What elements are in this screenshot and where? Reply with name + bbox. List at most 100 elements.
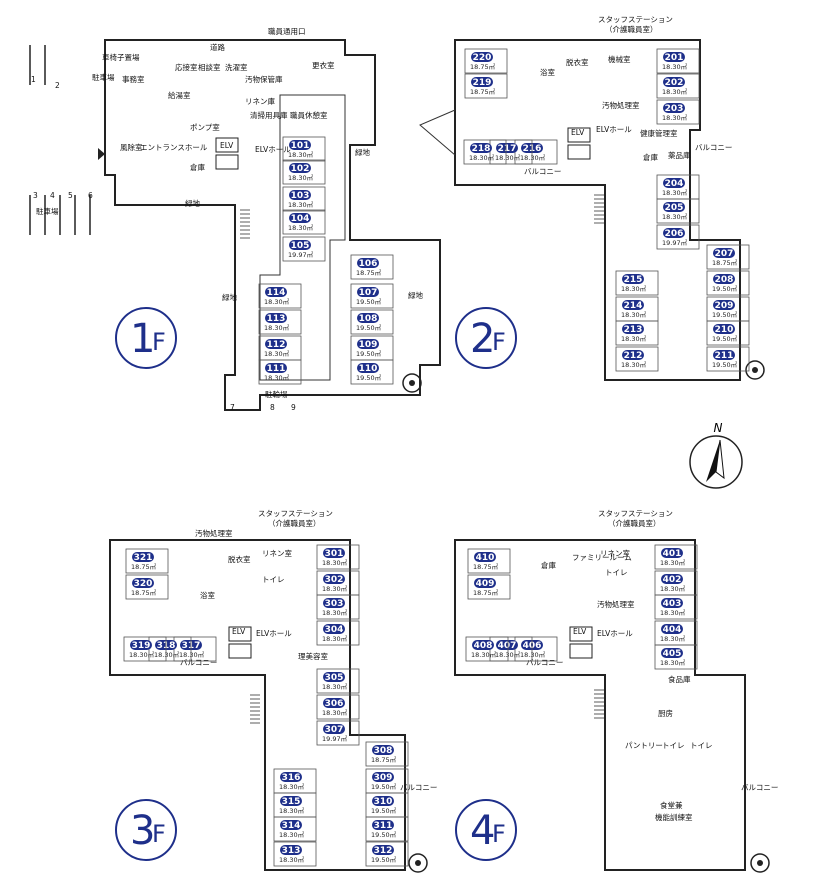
room-label-lot9: 9	[291, 403, 296, 412]
room-number: 207	[715, 249, 734, 259]
room-label-toilet3: トイレ	[690, 741, 713, 750]
room-number-badge	[372, 796, 394, 806]
room-area: 19.50㎡	[712, 334, 738, 343]
room-number: 206	[665, 229, 684, 239]
room-number: 313	[282, 846, 301, 856]
room-area: 18.30㎡	[621, 334, 647, 343]
room-outline	[615, 346, 659, 372]
room-area: 18.30㎡	[660, 608, 686, 617]
room-label-pantry: パントリー	[625, 741, 663, 750]
room-label-linen: リネン室	[600, 548, 630, 558]
room-number-badge	[280, 820, 302, 830]
room-outline	[258, 335, 302, 361]
room-number: 106	[359, 259, 378, 269]
north-compass: N	[689, 421, 743, 489]
room-label-balcony: バルコニー	[526, 658, 563, 667]
room-label-lot2: 2	[55, 81, 60, 90]
room-label-staff-station-sub: （介護職員室）	[608, 518, 661, 528]
room-number: 107	[359, 288, 378, 298]
room-label-elv: ELV	[220, 141, 234, 150]
room-area: 18.30㎡	[288, 173, 314, 182]
room-number: 110	[359, 364, 378, 374]
room-area: 18.30㎡	[660, 584, 686, 593]
room-area: 18.30㎡	[154, 650, 180, 659]
room-number-badge	[713, 300, 735, 310]
room-label-linen: リネン室	[262, 548, 292, 558]
room-number-badge	[265, 313, 287, 323]
floor-number: 1	[130, 316, 155, 362]
room-number-badge	[357, 339, 379, 349]
room-area: 18.30㎡	[279, 830, 305, 839]
room-outline	[656, 198, 700, 224]
room-number-badge	[357, 363, 379, 373]
building-outline	[104, 39, 441, 411]
room-number: 305	[325, 673, 344, 683]
room-label-wheelchair: 車椅子置場	[102, 52, 140, 62]
room-label-road: 道路	[210, 42, 225, 52]
room-outline	[350, 254, 394, 280]
room-number-badge	[323, 624, 345, 634]
room-number: 311	[374, 821, 393, 831]
room-number-badge	[323, 598, 345, 608]
room-area: 18.30㎡	[660, 558, 686, 567]
room-area: 18.30㎡	[279, 806, 305, 815]
room-number: 402	[663, 575, 682, 585]
room-number-badge	[289, 140, 311, 150]
room-number: 315	[282, 797, 301, 807]
elevator-box	[569, 626, 593, 642]
room-area: 19.50㎡	[371, 782, 397, 791]
floor-indicator-2f: 2F	[455, 307, 517, 369]
floor-number: 2	[470, 316, 495, 362]
room-label-warehouse: 倉庫	[541, 560, 556, 570]
room-label-sanitary: 汚物処理室	[195, 528, 233, 538]
floor-suffix: F	[152, 328, 166, 356]
building-outline	[109, 539, 406, 871]
floor-number: 3	[130, 808, 155, 854]
room-number: 404	[663, 625, 682, 635]
room-label-lot4: 4	[50, 191, 55, 200]
room-area: 19.50㎡	[712, 310, 738, 319]
room-outline	[706, 244, 750, 270]
room-number-badge	[372, 745, 394, 755]
room-area: 18.75㎡	[131, 588, 157, 597]
room-area: 18.30㎡	[279, 782, 305, 791]
room-number: 306	[325, 699, 344, 709]
room-label-lot7: 7	[230, 403, 235, 412]
room-number: 309	[374, 773, 393, 783]
entrance-arrow-icon	[98, 148, 105, 160]
room-number-badge	[472, 640, 494, 650]
room-label-parking-top: 駐車場	[92, 72, 115, 82]
room-number: 405	[663, 649, 682, 659]
room-outline	[365, 741, 409, 767]
room-area: 18.75㎡	[470, 87, 496, 96]
room-label-changing: 更衣室	[312, 60, 335, 70]
room-number-badge	[280, 796, 302, 806]
room-number-badge	[661, 624, 683, 634]
room-outline	[656, 224, 700, 250]
spiral-stair-core-icon	[752, 367, 758, 373]
room-area: 18.30㎡	[662, 113, 688, 122]
elevator-box	[567, 144, 591, 160]
room-number-badge	[496, 143, 518, 153]
room-label-elv-hall: ELVホール	[597, 629, 633, 638]
room-outline	[615, 296, 659, 322]
compass-ring	[689, 435, 743, 489]
room-area: 18.30㎡	[322, 584, 348, 593]
balcony-wedge	[419, 109, 456, 156]
